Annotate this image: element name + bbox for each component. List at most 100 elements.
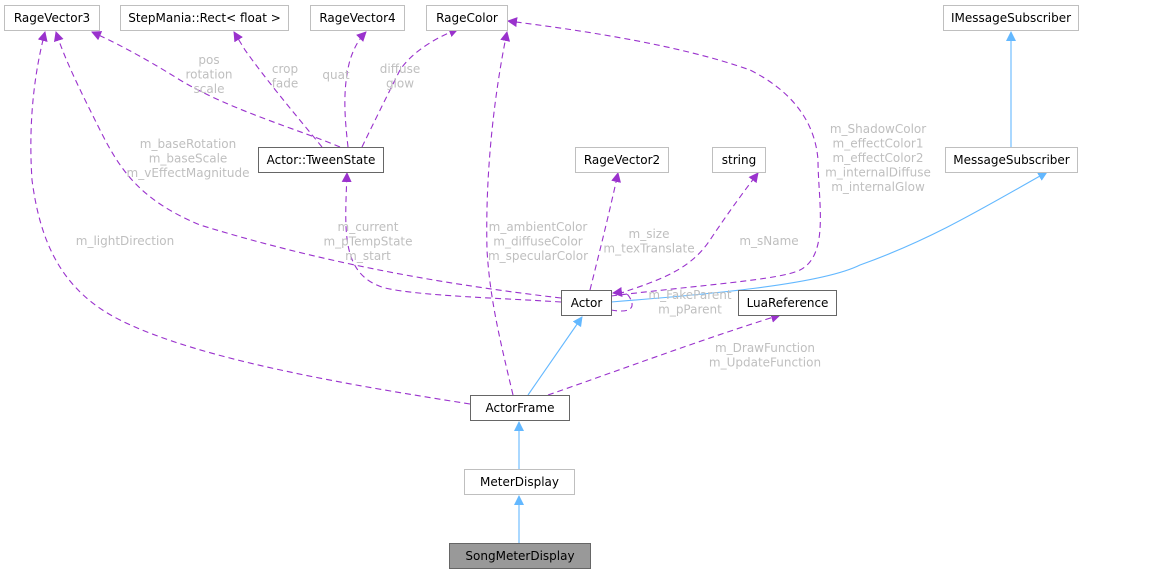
edge-tweenstate-ragevector4 xyxy=(344,31,367,148)
edge-label-line: m_effectColor2 xyxy=(833,151,924,165)
node-box xyxy=(464,469,575,495)
node-label: SongMeterDisplay xyxy=(465,549,574,563)
node-ragecolor[interactable]: RageColor xyxy=(426,5,508,31)
node-tweenstate[interactable]: Actor::TweenState xyxy=(258,147,384,173)
node-label: RageColor xyxy=(436,11,498,25)
node-label: string xyxy=(722,153,756,167)
edge-tweenstate-ragevector3 xyxy=(91,31,341,148)
edge-actor-ragevector2 xyxy=(589,172,621,291)
edge-label-light: m_lightDirection xyxy=(76,234,175,248)
edge-actor-string xyxy=(617,172,759,295)
node-label: RageVector3 xyxy=(14,11,90,25)
edge-label-line: m_UpdateFunction xyxy=(709,356,821,370)
edge-label-line: m_ambientColor xyxy=(489,220,588,234)
node-label: Actor xyxy=(571,296,603,310)
edge-label-line: quat xyxy=(322,68,350,82)
edge-label-line: m_DrawFunction xyxy=(715,341,815,355)
edge-label-line: m_internalGlow xyxy=(831,180,925,194)
node-meterdisplay[interactable]: MeterDisplay xyxy=(464,469,575,495)
edge-actor-messagesubscriber xyxy=(610,171,1048,303)
edge-actor-self xyxy=(610,287,633,312)
edge-actor-ragevector3 xyxy=(53,31,562,299)
edge-label-line: glow xyxy=(386,77,414,91)
node-imessagesubscriber[interactable]: IMessageSubscriber xyxy=(943,5,1079,31)
edge-label-quat: quat xyxy=(322,68,350,82)
edge-label-line: m_diffuseColor xyxy=(493,235,583,249)
node-actor[interactable]: Actor xyxy=(561,290,612,316)
edge-actorframe-actor xyxy=(527,316,583,396)
edge-actor-ragecolor xyxy=(507,17,821,297)
edge-label-line: rotation xyxy=(185,68,232,82)
edge-label-line: m_internalDiffuse xyxy=(825,166,931,180)
edge-label-line: m_current xyxy=(338,220,399,234)
node-box xyxy=(258,147,384,173)
node-string[interactable]: string xyxy=(712,147,766,173)
node-box xyxy=(738,290,837,316)
edge-label-line: m_FakeParent xyxy=(648,288,731,302)
edge-tweenstate-rect xyxy=(233,31,323,148)
node-label: MeterDisplay xyxy=(480,475,559,489)
node-actorframe[interactable]: ActorFrame xyxy=(470,395,570,421)
edge-label-line: m_start xyxy=(345,249,391,263)
node-label: RageVector4 xyxy=(319,11,395,25)
edge-tweenstate-ragecolor xyxy=(361,27,459,148)
edge-label-line: m_pTempState xyxy=(323,235,412,249)
node-label: StepMania::Rect< float > xyxy=(128,11,281,25)
node-luareference[interactable]: LuaReference xyxy=(738,290,837,316)
edge-label-line: m_lightDirection xyxy=(76,234,175,248)
edge-label-line: diffuse xyxy=(380,62,420,76)
node-ragevector3[interactable]: RageVector3 xyxy=(4,5,100,31)
edge-label-line: m_baseScale xyxy=(149,152,228,166)
edge-label-line: m_size xyxy=(629,227,670,241)
node-box xyxy=(712,147,766,173)
edge-label-line: m_texTranslate xyxy=(603,242,694,256)
edge-label-line: fade xyxy=(272,77,299,91)
edge-label-line: m_vEffectMagnitude xyxy=(127,166,250,180)
node-label: MessageSubscriber xyxy=(953,153,1070,167)
node-ragevector2[interactable]: RageVector2 xyxy=(575,147,669,173)
node-label: IMessageSubscriber xyxy=(951,11,1071,25)
node-label: Actor::TweenState xyxy=(267,153,376,167)
node-box xyxy=(943,5,1079,31)
edge-label-line: m_baseRotation xyxy=(140,137,236,151)
edge-label-line: m_effectColor1 xyxy=(833,137,924,151)
node-box xyxy=(945,147,1078,173)
node-box xyxy=(426,5,508,31)
node-box xyxy=(575,147,669,173)
edge-label-line: m_pParent xyxy=(658,303,722,317)
node-label: ActorFrame xyxy=(486,401,555,415)
node-label: LuaReference xyxy=(747,296,829,310)
node-box xyxy=(4,5,100,31)
node-songmeterdisplay[interactable]: SongMeterDisplay xyxy=(449,543,591,569)
edge-actorframe-ragecolor xyxy=(486,31,514,396)
edge-label-line: pos xyxy=(198,53,219,67)
node-box xyxy=(310,5,405,31)
edge-actorframe-ragevector3 xyxy=(30,31,471,405)
node-label: RageVector2 xyxy=(584,153,660,167)
edge-label-name: m_sName xyxy=(739,234,798,248)
node-box xyxy=(561,290,612,316)
edge-label-line: m_sName xyxy=(739,234,798,248)
node-messagesubscriber[interactable]: MessageSubscriber xyxy=(945,147,1078,173)
node-box xyxy=(470,395,570,421)
node-box xyxy=(120,5,289,31)
node-steprect[interactable]: StepMania::Rect< float > xyxy=(120,5,289,31)
edge-label-line: m_specularColor xyxy=(488,249,588,263)
edge-label-line: m_ShadowColor xyxy=(830,122,926,136)
edge-actorframe-luareference xyxy=(547,312,781,396)
edge-label-line: scale xyxy=(194,82,225,96)
node-box xyxy=(449,543,591,569)
node-ragevector4[interactable]: RageVector4 xyxy=(310,5,405,31)
